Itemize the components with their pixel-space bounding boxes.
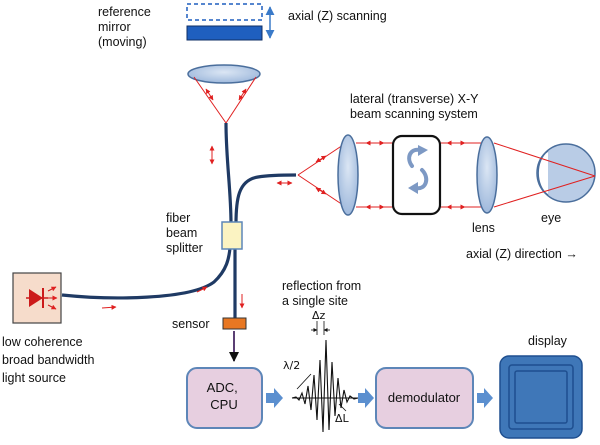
light-source-line1: low coherence <box>2 335 83 349</box>
fiber-splitter-line3: splitter <box>166 241 203 255</box>
focused-beam-lower <box>493 175 596 208</box>
reference-collimating-lens <box>187 64 261 84</box>
light-source-line2: broad bandwidth <box>2 353 94 367</box>
interference-wave-icon <box>291 321 359 433</box>
eye <box>536 143 596 203</box>
adc-cpu-box <box>186 367 263 429</box>
light-source-line3: light source <box>2 371 66 385</box>
fiber-beam-splitter <box>221 221 243 250</box>
source-fiber-arrow-1 <box>101 304 117 310</box>
eye-cornea <box>537 150 549 196</box>
demodulator-box <box>375 367 474 429</box>
rotation-arrows-icon <box>407 145 429 194</box>
eye-label: eye <box>541 211 561 225</box>
lateral-scanning-line2: beam scanning system <box>350 107 478 121</box>
mirror-previous-position <box>186 3 263 21</box>
reference-arm-fiber <box>224 122 233 225</box>
reference-mirror <box>186 25 263 41</box>
demodulator-label: demodulator <box>388 390 461 405</box>
sensor-label: sensor <box>172 317 210 331</box>
axial-scanning-label: axial (Z) scanning <box>288 9 387 23</box>
lens-label: lens <box>472 221 495 235</box>
reference-mirror-line1: reference <box>98 5 151 19</box>
light-source-label: low coherence broad bandwidth light sour… <box>2 335 98 385</box>
reference-beam-arrow-right <box>238 88 247 101</box>
adc-cpu-line2: CPU <box>210 397 237 412</box>
source-fiber-arrow-2 <box>196 286 208 293</box>
focused-beam-upper <box>493 142 596 177</box>
fiber-splitter-line1: fiber <box>166 211 190 225</box>
sensor <box>222 317 247 330</box>
flow-arrow-demodulator-to-display <box>477 388 493 408</box>
lambda-half-label: λ/2 <box>283 359 300 372</box>
reflection-line2: a single site <box>282 294 348 308</box>
xy-scanner-box <box>391 134 442 216</box>
display-label: display <box>528 334 568 348</box>
axial-direction-label: axial (Z) direction → <box>466 247 578 261</box>
flow-arrow-adc-to-signal <box>266 388 283 408</box>
reference-beam-right <box>225 76 257 124</box>
source-fiber <box>61 247 232 300</box>
reflection-line1: reflection from <box>282 279 361 293</box>
reference-mirror-line2: mirror <box>98 20 131 34</box>
reflection-label: reflection from a single site <box>282 279 365 308</box>
reference-beam-left <box>193 76 227 124</box>
sample-arm-fiber <box>234 173 297 225</box>
led-icon <box>26 286 58 310</box>
adc-cpu-line1: ADC, <box>207 380 238 395</box>
sample-beam-arrow-lower <box>315 187 327 195</box>
reference-mirror-label: reference mirror (moving) <box>98 5 154 49</box>
collimating-lens <box>337 134 359 216</box>
focusing-lens <box>476 136 498 214</box>
delta-l-label: ΔL <box>335 412 350 425</box>
adc-cpu-label: ADC, CPU <box>207 380 242 412</box>
lateral-scanning-line1: lateral (transverse) X-Y <box>350 92 479 106</box>
delta-z-label: Δz <box>312 309 326 322</box>
flow-arrow-signal-to-demodulator <box>358 388 374 408</box>
fiber-splitter-line2: beam <box>166 226 197 240</box>
sample-beam-arrow-upper <box>315 155 327 163</box>
lateral-scanning-label: lateral (transverse) X-Y beam scanning s… <box>350 92 482 121</box>
fiber-splitter-label: fiber beam splitter <box>166 211 203 255</box>
reference-beam-arrow-left <box>205 88 214 101</box>
reference-mirror-line3: (moving) <box>98 35 147 49</box>
display <box>499 355 583 439</box>
